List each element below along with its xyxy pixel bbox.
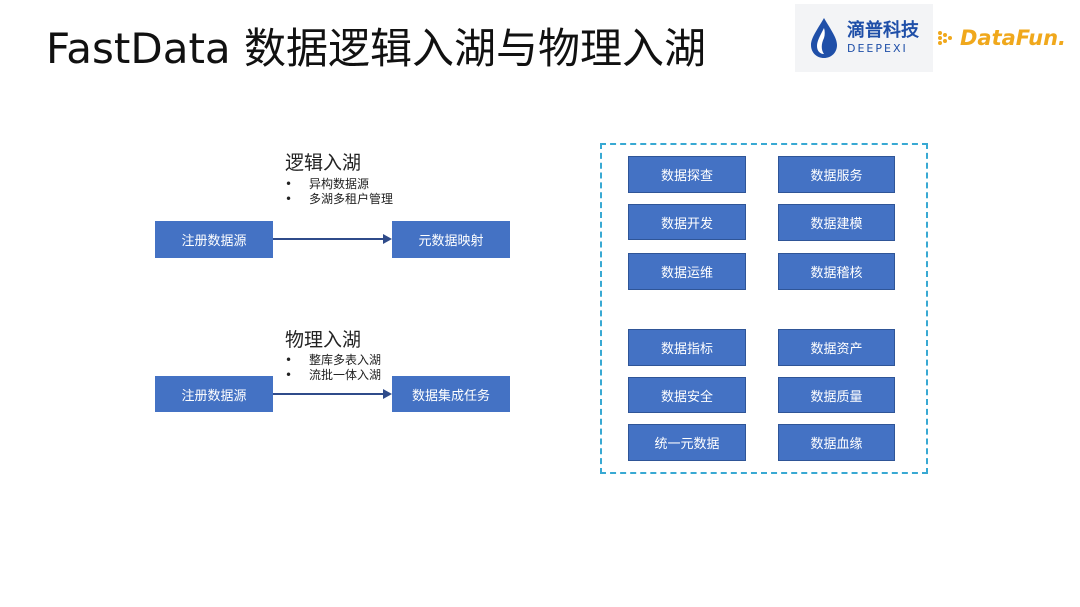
physical-source-box: 注册数据源 xyxy=(155,376,273,412)
service-data-service: 数据服务 xyxy=(778,156,895,193)
service-data-security: 数据安全 xyxy=(628,377,746,413)
service-data-operations: 数据运维 xyxy=(628,253,746,290)
physical-section-title: 物理入湖 xyxy=(285,329,362,351)
deepexi-logo-en: DEEPEXI xyxy=(847,42,908,55)
logical-target-box: 元数据映射 xyxy=(392,221,510,258)
slide-title: FastData 数据逻辑入湖与物理入湖 xyxy=(46,24,707,73)
deepexi-drop-icon xyxy=(811,18,837,58)
service-data-modeling: 数据建模 xyxy=(778,204,895,241)
service-data-quality: 数据质量 xyxy=(778,377,895,413)
deepexi-logo-cn: 滴普科技 xyxy=(847,20,919,41)
datafun-logo: DataFun. xyxy=(936,18,1076,58)
service-data-audit: 数据稽核 xyxy=(778,253,895,290)
services-panel xyxy=(600,143,928,474)
datafun-logo-text: DataFun. xyxy=(960,26,1067,50)
service-data-metrics: 数据指标 xyxy=(628,329,746,366)
service-unified-metadata: 统一元数据 xyxy=(628,424,746,461)
logical-bullet-2: •多湖多租户管理 xyxy=(285,192,394,206)
datafun-dots-icon xyxy=(938,31,952,45)
physical-bullet-2: •流批一体入湖 xyxy=(285,368,382,382)
service-data-lineage: 数据血缘 xyxy=(778,424,895,461)
deepexi-logo: 滴普科技 DEEPEXI xyxy=(795,4,933,72)
service-data-exploration: 数据探查 xyxy=(628,156,746,193)
physical-bullet-1: •整库多表入湖 xyxy=(285,353,382,367)
logical-source-box: 注册数据源 xyxy=(155,221,273,258)
physical-arrow xyxy=(273,389,392,399)
physical-target-box: 数据集成任务 xyxy=(392,376,510,412)
logical-arrow xyxy=(273,234,392,244)
logical-section-title: 逻辑入湖 xyxy=(285,152,362,174)
service-data-assets: 数据资产 xyxy=(778,329,895,366)
logical-bullet-1: •异构数据源 xyxy=(285,177,370,191)
service-data-development: 数据开发 xyxy=(628,204,746,240)
